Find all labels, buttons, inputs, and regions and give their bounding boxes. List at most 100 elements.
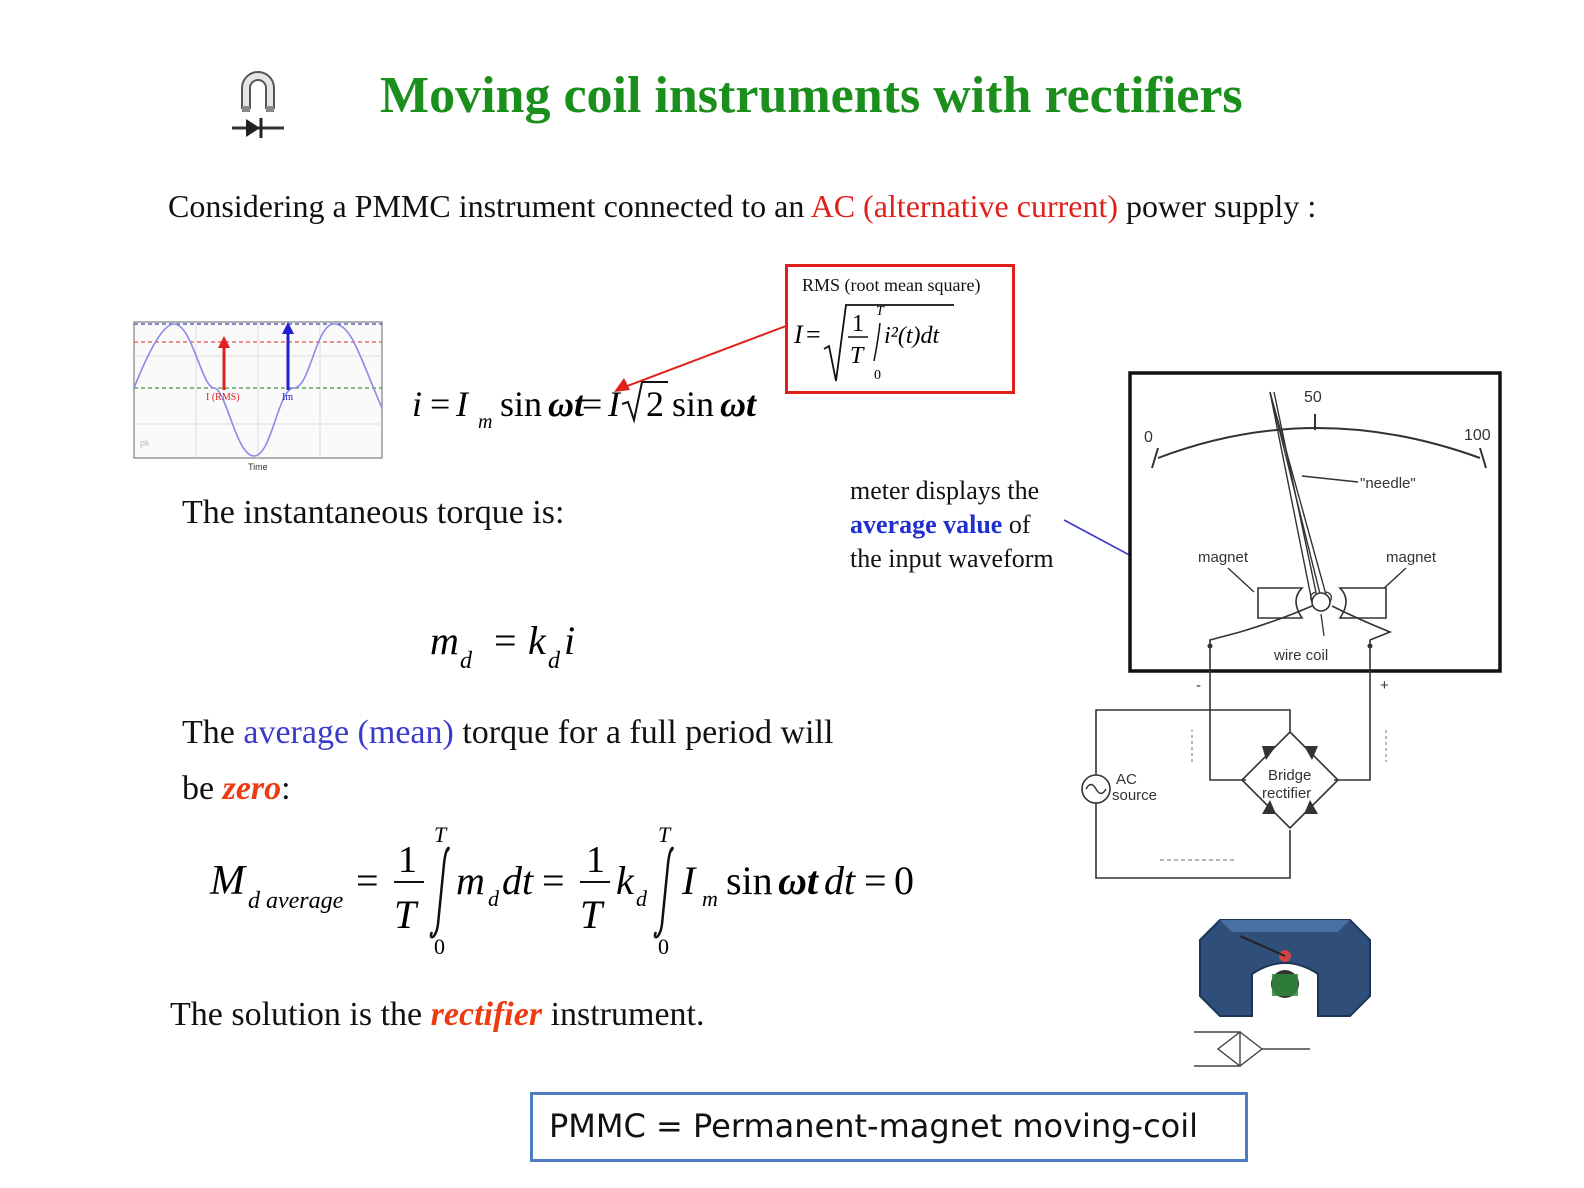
ac-source-label-1: AC: [1116, 771, 1137, 788]
eq-equals-2: =: [582, 384, 602, 424]
wire-coil-pointer: [1320, 613, 1325, 637]
bridge-label-2: rectifier: [1262, 785, 1311, 802]
eq-sin-1: sin: [500, 384, 542, 424]
corner-label: pk: [140, 438, 150, 448]
eq-wt-2: ωt: [720, 384, 757, 424]
avg-zero: 0: [894, 858, 914, 903]
torque-i: i: [564, 618, 575, 663]
zero-emphasis: zero: [222, 770, 282, 807]
wire-source-top: [1095, 709, 1291, 780]
rms-label: I (RMS): [206, 392, 240, 403]
intro-before: Considering a PMMC instrument connected …: [168, 188, 811, 224]
coil-winding: [1272, 974, 1298, 996]
scale-label-0: 0: [1144, 429, 1153, 446]
rms-num: 1: [852, 311, 864, 337]
pmmc-illustration: [1194, 919, 1371, 1067]
plus-label: +: [1380, 677, 1389, 694]
torque-m-sub: d: [460, 648, 473, 674]
wire-coil-label: wire coil: [1273, 647, 1328, 664]
meter-annotation-line2-rest: of: [1002, 510, 1031, 539]
avg-lower-1: 0: [434, 934, 445, 959]
lead-left: [1209, 605, 1313, 710]
magnet-diode-icon: [232, 71, 284, 138]
solution-pre: The solution is the: [170, 996, 431, 1033]
ac-source-label-2: source: [1112, 787, 1157, 804]
magnet-left-pointer: [1227, 567, 1255, 593]
average-line2-post: :: [281, 770, 291, 807]
magnet-yoke: [1199, 919, 1371, 1017]
torque-k: k: [528, 618, 547, 663]
scale-tick-0: [1151, 447, 1159, 469]
rms-den: T: [850, 343, 865, 369]
needle-label: "needle": [1360, 475, 1416, 492]
eq-wt-1: ωt: [548, 384, 585, 424]
avg-one-2: 1: [586, 839, 605, 881]
meter-scale-arc: [1157, 427, 1481, 459]
coil-windings: [1310, 591, 1332, 603]
rms-formula: I = 1 T T 0 i²(t)dt: [794, 304, 954, 383]
rms-lower: 0: [874, 368, 881, 383]
avg-lower-2: 0: [658, 934, 669, 959]
avg-equals-1: =: [356, 858, 379, 903]
terminal-plus: [1367, 643, 1373, 649]
magnet-right: [1338, 587, 1387, 619]
avg-equals-3: =: [864, 858, 887, 903]
page-title: Moving coil instruments with rectifiers: [380, 67, 1243, 124]
diode-1: [1262, 746, 1276, 760]
instantaneous-text: The instantaneous torque is:: [182, 494, 565, 531]
time-axis-label: Time: [248, 462, 268, 472]
intro-after: power supply :: [1118, 188, 1317, 224]
avg-upper-2: T: [658, 824, 672, 847]
mini-bridge: [1216, 1031, 1264, 1067]
magnet-right-label: magnet: [1386, 549, 1437, 566]
scale-label-50: 50: [1304, 389, 1322, 406]
avg-M-sub: d average: [248, 888, 344, 914]
torque-m: m: [430, 618, 459, 663]
bridge-label-1: Bridge: [1268, 767, 1311, 784]
eq-i-rms: I: [607, 384, 622, 424]
avg-dt-2: dt: [824, 858, 856, 903]
meter-annotation: meter displays the average value of the …: [850, 474, 1054, 576]
torque-k-sub: d: [548, 648, 561, 674]
avg-m-sub: d: [488, 886, 500, 911]
meter-annotation-line1: meter displays the: [850, 476, 1040, 505]
wire-bridge-left: [1209, 710, 1246, 781]
scale-label-100: 100: [1464, 427, 1491, 444]
bridge-rectifier: [1240, 730, 1340, 830]
meter-rectifier-diagram: 0 50 100 "needle" magnet magnet wire coi…: [1081, 371, 1502, 879]
average-text-line1: The average (mean) torque for a full per…: [182, 714, 833, 752]
magnet-yoke-top: [1220, 920, 1350, 932]
rms-equals: =: [806, 320, 821, 349]
sine-wave: [133, 323, 383, 457]
rms-lhs: I: [794, 320, 804, 349]
avg-T-1: T: [394, 892, 419, 937]
eq-im-sub: m: [478, 411, 492, 433]
solution-text: The solution is the rectifier instrument…: [170, 996, 705, 1034]
ac-sine-glyph: [1085, 783, 1107, 795]
average-p2: torque for a full period will: [453, 714, 834, 751]
average-value-emphasis: average value: [850, 510, 1003, 539]
avg-T-2: T: [580, 892, 605, 937]
needle-callout-line: [1301, 475, 1359, 483]
eq-i: i: [412, 384, 422, 424]
torque-equation: m d = k d i: [430, 618, 575, 674]
eq-sqrt-sign: [621, 381, 668, 424]
avg-m: m: [456, 858, 485, 903]
wire-bridge-right: [1334, 710, 1371, 781]
minus-label: -: [1196, 677, 1201, 694]
rms-sqrt: [823, 304, 954, 382]
rms-upper: T: [876, 304, 885, 319]
peak-label: Im: [282, 392, 293, 403]
rms-pointer-arrow: [614, 325, 787, 392]
intro-text: Considering a PMMC instrument connected …: [168, 188, 1316, 225]
avg-sin: sin: [726, 858, 773, 903]
magnet-left-label: magnet: [1198, 549, 1249, 566]
avg-one-1: 1: [398, 839, 417, 881]
rectifier-emphasis: rectifier: [430, 996, 543, 1033]
eq-im: I: [455, 384, 470, 424]
terminal-minus: [1207, 643, 1213, 649]
avg-wt: ωt: [778, 858, 820, 903]
avg-dt-1: dt: [502, 858, 534, 903]
rms-integrand: i²(t)dt: [884, 323, 941, 349]
magnet-left: [1257, 587, 1304, 619]
